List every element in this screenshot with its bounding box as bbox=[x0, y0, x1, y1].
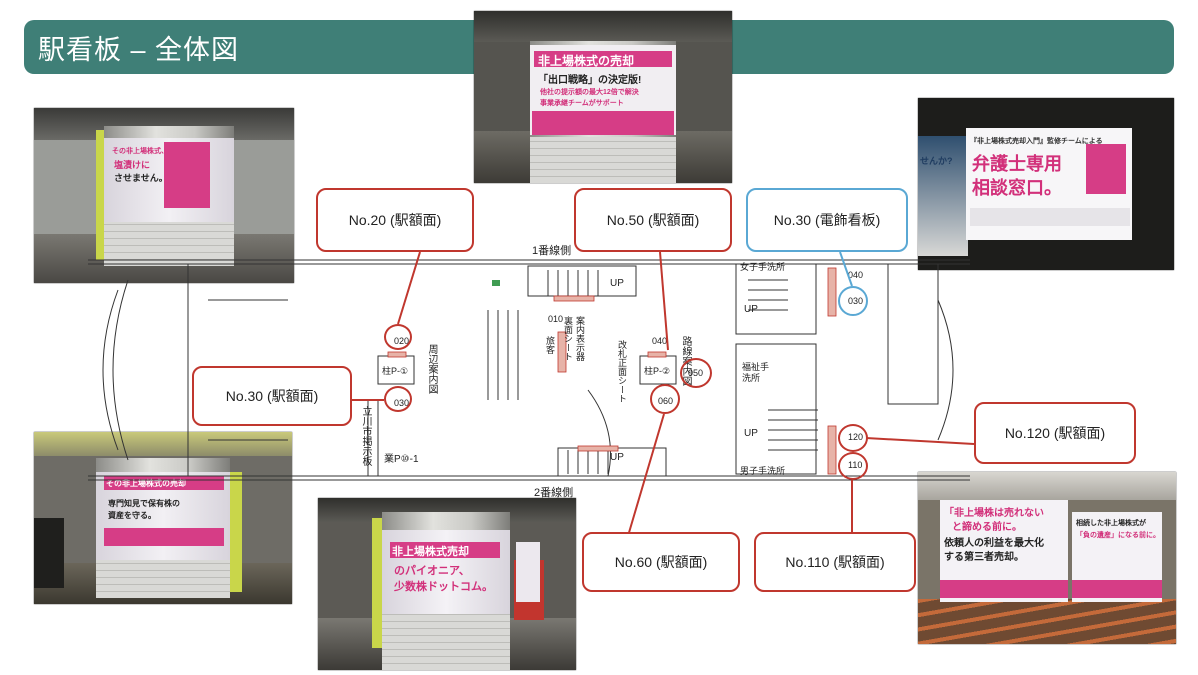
up-label: UP bbox=[744, 428, 758, 439]
pillar-tiles bbox=[96, 560, 230, 598]
ad-line: する第三者売却。 bbox=[944, 552, 1024, 563]
yellow-column bbox=[372, 518, 384, 648]
ad-line: 資産を守る。 bbox=[108, 511, 156, 520]
sign-line: 弁護士専用 bbox=[972, 154, 1062, 174]
code-040: 040 bbox=[652, 336, 668, 346]
ad-footer-band bbox=[940, 580, 1068, 598]
ad-headline-band bbox=[390, 542, 500, 558]
page-title: 駅看板 – 全体図 bbox=[38, 34, 240, 65]
ad-line: 相続した非上場株式が bbox=[1076, 520, 1146, 527]
side-1-label: 1番線側 bbox=[532, 245, 572, 257]
callout-no50: No.50 (駅額面) bbox=[574, 188, 732, 252]
gyo-p-label: 業P⑩-1 bbox=[384, 454, 419, 465]
ad-line: 非上場株式売却 bbox=[392, 546, 469, 558]
highlight-060 bbox=[650, 384, 680, 414]
highlight-020 bbox=[384, 324, 412, 350]
code-040: 040 bbox=[848, 270, 864, 280]
annai-hyoji-label: 案内表示器 bbox=[575, 316, 585, 361]
side-sign-text: せんか? bbox=[920, 156, 953, 166]
ad-line: のパイオニア、 bbox=[394, 565, 470, 577]
ad-line: させません。 bbox=[114, 173, 168, 183]
kaisatsu-label: 改札正面シート bbox=[617, 340, 627, 403]
up-label: UP bbox=[610, 278, 624, 289]
ad-headline-band bbox=[534, 51, 672, 67]
sign-line: 相談窓口。 bbox=[972, 178, 1062, 198]
side-panel bbox=[516, 542, 540, 602]
yellow-column bbox=[96, 130, 106, 260]
ad-footer-band bbox=[1072, 580, 1162, 598]
mens-wc-label: 男子手洗所 bbox=[740, 466, 786, 476]
shuhen-annai-label: 周辺案内図 bbox=[426, 344, 437, 394]
highlight-120 bbox=[838, 424, 868, 452]
ad-line: 「非上場株は売れない bbox=[944, 508, 1044, 519]
ad-line: その非上場株式の売却 bbox=[106, 479, 186, 488]
yellow-column bbox=[228, 472, 242, 592]
highlight-110 bbox=[838, 452, 868, 480]
side-2-label: 2番線側 bbox=[534, 487, 574, 499]
ad-footer-band bbox=[532, 111, 674, 135]
ad-line: その非上場株式、 bbox=[112, 148, 168, 155]
ad-line: 塩漬けに bbox=[114, 160, 151, 170]
code-010: 010 bbox=[548, 314, 564, 324]
ad-line: 依頼人の利益を最大化 bbox=[944, 538, 1044, 549]
highlight-050 bbox=[680, 358, 712, 388]
ad-pink-panel bbox=[164, 142, 210, 208]
photo-bottom-center: 非上場株式売却 のパイオニア、 少数株ドットコム。 bbox=[318, 498, 576, 670]
pillar-tiles bbox=[530, 137, 676, 183]
floor-map-lines bbox=[88, 259, 970, 481]
highlight-030 bbox=[384, 386, 412, 412]
highlight-030-denshoku bbox=[838, 286, 868, 316]
fukushi-wc-label: 福祉手洗所 bbox=[742, 362, 770, 383]
callout-no120: No.120 (駅額面) bbox=[974, 402, 1136, 464]
pillar-tiles bbox=[104, 222, 234, 266]
callout-no30: No.30 (駅額面) bbox=[192, 366, 352, 426]
book-image bbox=[1086, 144, 1126, 194]
ad-line: 事業承継チームがサポート bbox=[540, 100, 624, 107]
ad-line: 「出口戦略」の決定版! bbox=[538, 75, 642, 86]
up-label: UP bbox=[744, 304, 758, 315]
side-sign bbox=[918, 136, 968, 256]
photo-bottom-left: その非上場株式の売却 専門知見で保有株の 資産を守る。 bbox=[34, 432, 292, 604]
tachikawa-board-label: 立川市掲示板 bbox=[360, 406, 371, 466]
pillar-p2-label: 柱P-② bbox=[644, 366, 671, 376]
photo-ceiling bbox=[474, 11, 732, 42]
callout-no30-denshoku: No.30 (電飾看板) bbox=[746, 188, 908, 252]
ad-line: 少数株ドットコム。 bbox=[394, 581, 493, 593]
callout-no60: No.60 (駅額面) bbox=[582, 532, 740, 592]
photo-center-top: 非上場株式の売却 「出口戦略」の決定版! 他社の提示額の最大12倍で解決 事業承… bbox=[474, 11, 732, 183]
sign-footer bbox=[970, 208, 1130, 226]
photo-top-left: その非上場株式、 塩漬けに させません。 bbox=[34, 108, 294, 283]
up-label: UP bbox=[610, 452, 624, 463]
ad-line: 他社の提示額の最大12倍で解決 bbox=[540, 89, 639, 96]
pillar-p1-label: 柱P-① bbox=[382, 366, 409, 376]
sign-line: 『非上場株式売却入門』監修チームによる bbox=[970, 138, 1103, 145]
photo-floor bbox=[918, 599, 1176, 644]
ad-headline: 非上場株式の売却 bbox=[538, 54, 635, 68]
ad-line: と諦める前に。 bbox=[952, 522, 1022, 533]
photo-ceiling bbox=[34, 432, 292, 457]
vending-machine bbox=[34, 518, 64, 588]
callout-no20: No.20 (駅額面) bbox=[316, 188, 474, 252]
ad-line: 専門知見で保有株の bbox=[108, 499, 180, 508]
photo-bottom-right: 「非上場株は売れない と諦める前に。 依頼人の利益を最大化 する第三者売却。 相… bbox=[918, 472, 1176, 644]
womens-wc-label: 女子手洗所 bbox=[740, 262, 786, 272]
pillar-tiles bbox=[382, 614, 510, 670]
ryokaku-label: 旅客 bbox=[545, 336, 555, 354]
callout-no110: No.110 (駅額面) bbox=[754, 532, 916, 592]
photo-top-right: せんか? 『非上場株式売却入門』監修チームによる 弁護士専用 相談窓口。 bbox=[918, 98, 1174, 270]
uramen-label: 裏面シート bbox=[563, 316, 573, 361]
ad-line: 「負の遺産」になる前に。 bbox=[1076, 532, 1160, 539]
photo-ceiling bbox=[918, 472, 1176, 500]
exit-sign-marker bbox=[492, 280, 500, 286]
ad-footer-band bbox=[104, 528, 224, 546]
